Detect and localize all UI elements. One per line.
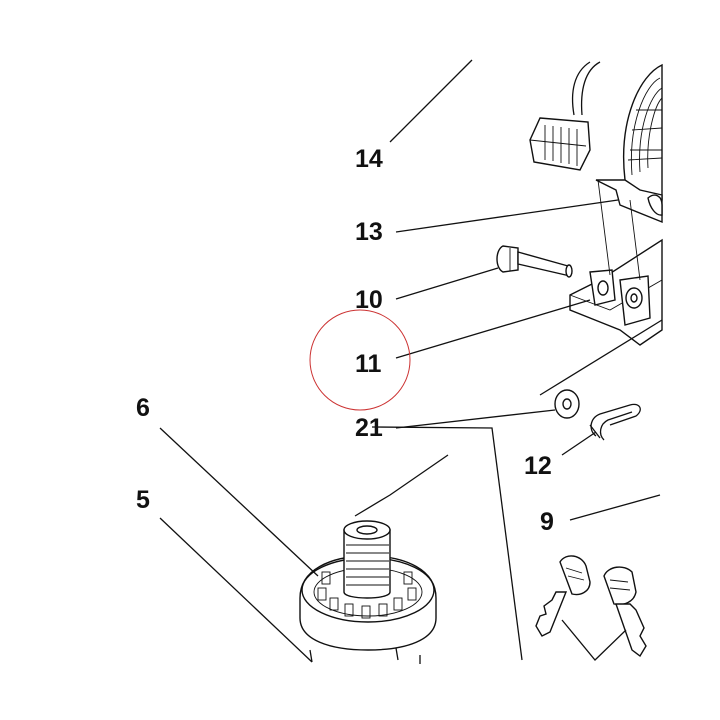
wiring-connector bbox=[529, 61, 601, 171]
label-6: 6 bbox=[136, 394, 150, 422]
label-10: 10 bbox=[355, 286, 383, 314]
label-14: 14 bbox=[355, 145, 383, 173]
ignition-housing bbox=[595, 63, 663, 224]
label-11: 11 bbox=[355, 350, 382, 378]
label-5: 5 bbox=[136, 486, 150, 514]
label-12: 12 bbox=[524, 452, 552, 480]
bolt-part-10 bbox=[496, 245, 573, 278]
washer-part-21 bbox=[554, 389, 580, 419]
highlight-circle bbox=[309, 309, 411, 411]
part-labels: 14 13 10 11 21 12 9 6 5 bbox=[136, 145, 554, 536]
label-13: 13 bbox=[355, 218, 383, 246]
bearing-assembly-parts-5-6 bbox=[299, 520, 437, 664]
label-21: 21 bbox=[355, 414, 383, 442]
keys-part-9 bbox=[535, 555, 647, 661]
assembly-guide-lines bbox=[354, 426, 523, 661]
mounting-plate bbox=[539, 179, 663, 396]
label-9: 9 bbox=[540, 508, 554, 536]
clip-part-12 bbox=[589, 403, 641, 441]
leader-lines bbox=[159, 59, 661, 663]
